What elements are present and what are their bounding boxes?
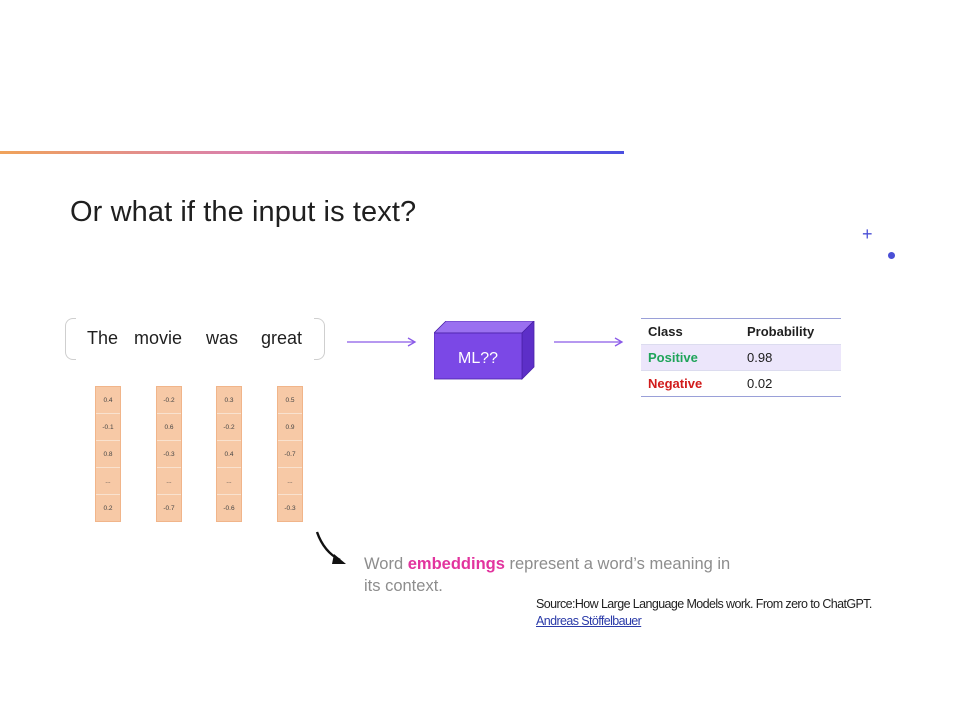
embedding-vector: 0.3 -0.2 0.4 ... -0.6 xyxy=(216,386,242,522)
embedding-value: -0.7 xyxy=(163,505,175,512)
word-token: movie xyxy=(134,328,183,348)
source-author-link[interactable]: Andreas Stöffelbauer xyxy=(536,614,642,628)
table-row: Positive 0.98 xyxy=(641,344,841,371)
right-bracket-icon xyxy=(314,318,325,360)
embedding-value: 0.2 xyxy=(103,505,113,512)
class-positive: Positive xyxy=(648,350,698,365)
caption-suffix: represent a word’s meaning in its contex… xyxy=(364,555,731,595)
embedding-value: 0.8 xyxy=(96,441,120,468)
embedding-value: 0.3 xyxy=(217,387,241,414)
arrow-right-icon xyxy=(554,337,624,347)
input-sentence: The movie was great xyxy=(65,318,325,360)
embedding-value: ... xyxy=(217,468,241,495)
embedding-vector: 0.4 -0.1 0.8 ... 0.2 xyxy=(95,386,121,522)
embedding-value: -0.1 xyxy=(96,414,120,441)
embedding-value: 0.4 xyxy=(96,387,120,414)
slide-title: Or what if the input is text? xyxy=(70,196,417,228)
ml-model-label: ML?? xyxy=(458,350,498,367)
embedding-value: ... xyxy=(157,468,181,495)
probability-value: 0.02 xyxy=(747,376,773,391)
embedding-value: -0.2 xyxy=(217,414,241,441)
word-token: was xyxy=(206,328,239,348)
curved-arrow-icon xyxy=(315,531,346,564)
embedding-value: -0.2 xyxy=(157,387,181,414)
caption-highlight: embeddings xyxy=(407,555,505,573)
embedding-value: -0.3 xyxy=(284,505,296,512)
classification-results-table: Class Probability Positive 0.98 Negative… xyxy=(641,318,841,397)
source-citation: Source:How Large Language Models work. F… xyxy=(536,597,872,611)
probability-value: 0.98 xyxy=(747,350,773,365)
arrow-right-icon xyxy=(347,337,417,347)
column-header: Class xyxy=(641,318,740,345)
word-token: great xyxy=(261,328,303,348)
column-header: Probability xyxy=(740,318,841,345)
embedding-value: 0.4 xyxy=(217,441,241,468)
ml-model-cube: ML?? xyxy=(434,321,535,380)
embedding-value: -0.3 xyxy=(157,441,181,468)
left-bracket-icon xyxy=(65,318,76,360)
embedding-value: 0.6 xyxy=(157,414,181,441)
embedding-vector: -0.2 0.6 -0.3 ... -0.7 xyxy=(156,386,182,522)
class-negative: Negative xyxy=(648,376,703,391)
embedding-value: -0.7 xyxy=(278,441,302,468)
embedding-vector: 0.5 0.9 -0.7 ... -0.3 xyxy=(277,386,303,522)
caption-prefix: Word xyxy=(364,555,408,573)
word-token: The xyxy=(87,328,119,348)
gradient-divider xyxy=(0,151,624,154)
plus-decoration-icon: + xyxy=(862,224,873,244)
embedding-value: 0.9 xyxy=(278,414,302,441)
embedding-value: ... xyxy=(278,468,302,495)
dot-decoration-icon xyxy=(888,252,895,259)
table-header-row: Class Probability xyxy=(641,318,841,345)
table-row: Negative 0.02 xyxy=(641,370,841,397)
embedding-value: 0.5 xyxy=(278,387,302,414)
embedding-caption: Word embeddings represent a word’s meani… xyxy=(364,553,744,597)
embedding-value: -0.6 xyxy=(223,505,235,512)
embedding-value: ... xyxy=(96,468,120,495)
